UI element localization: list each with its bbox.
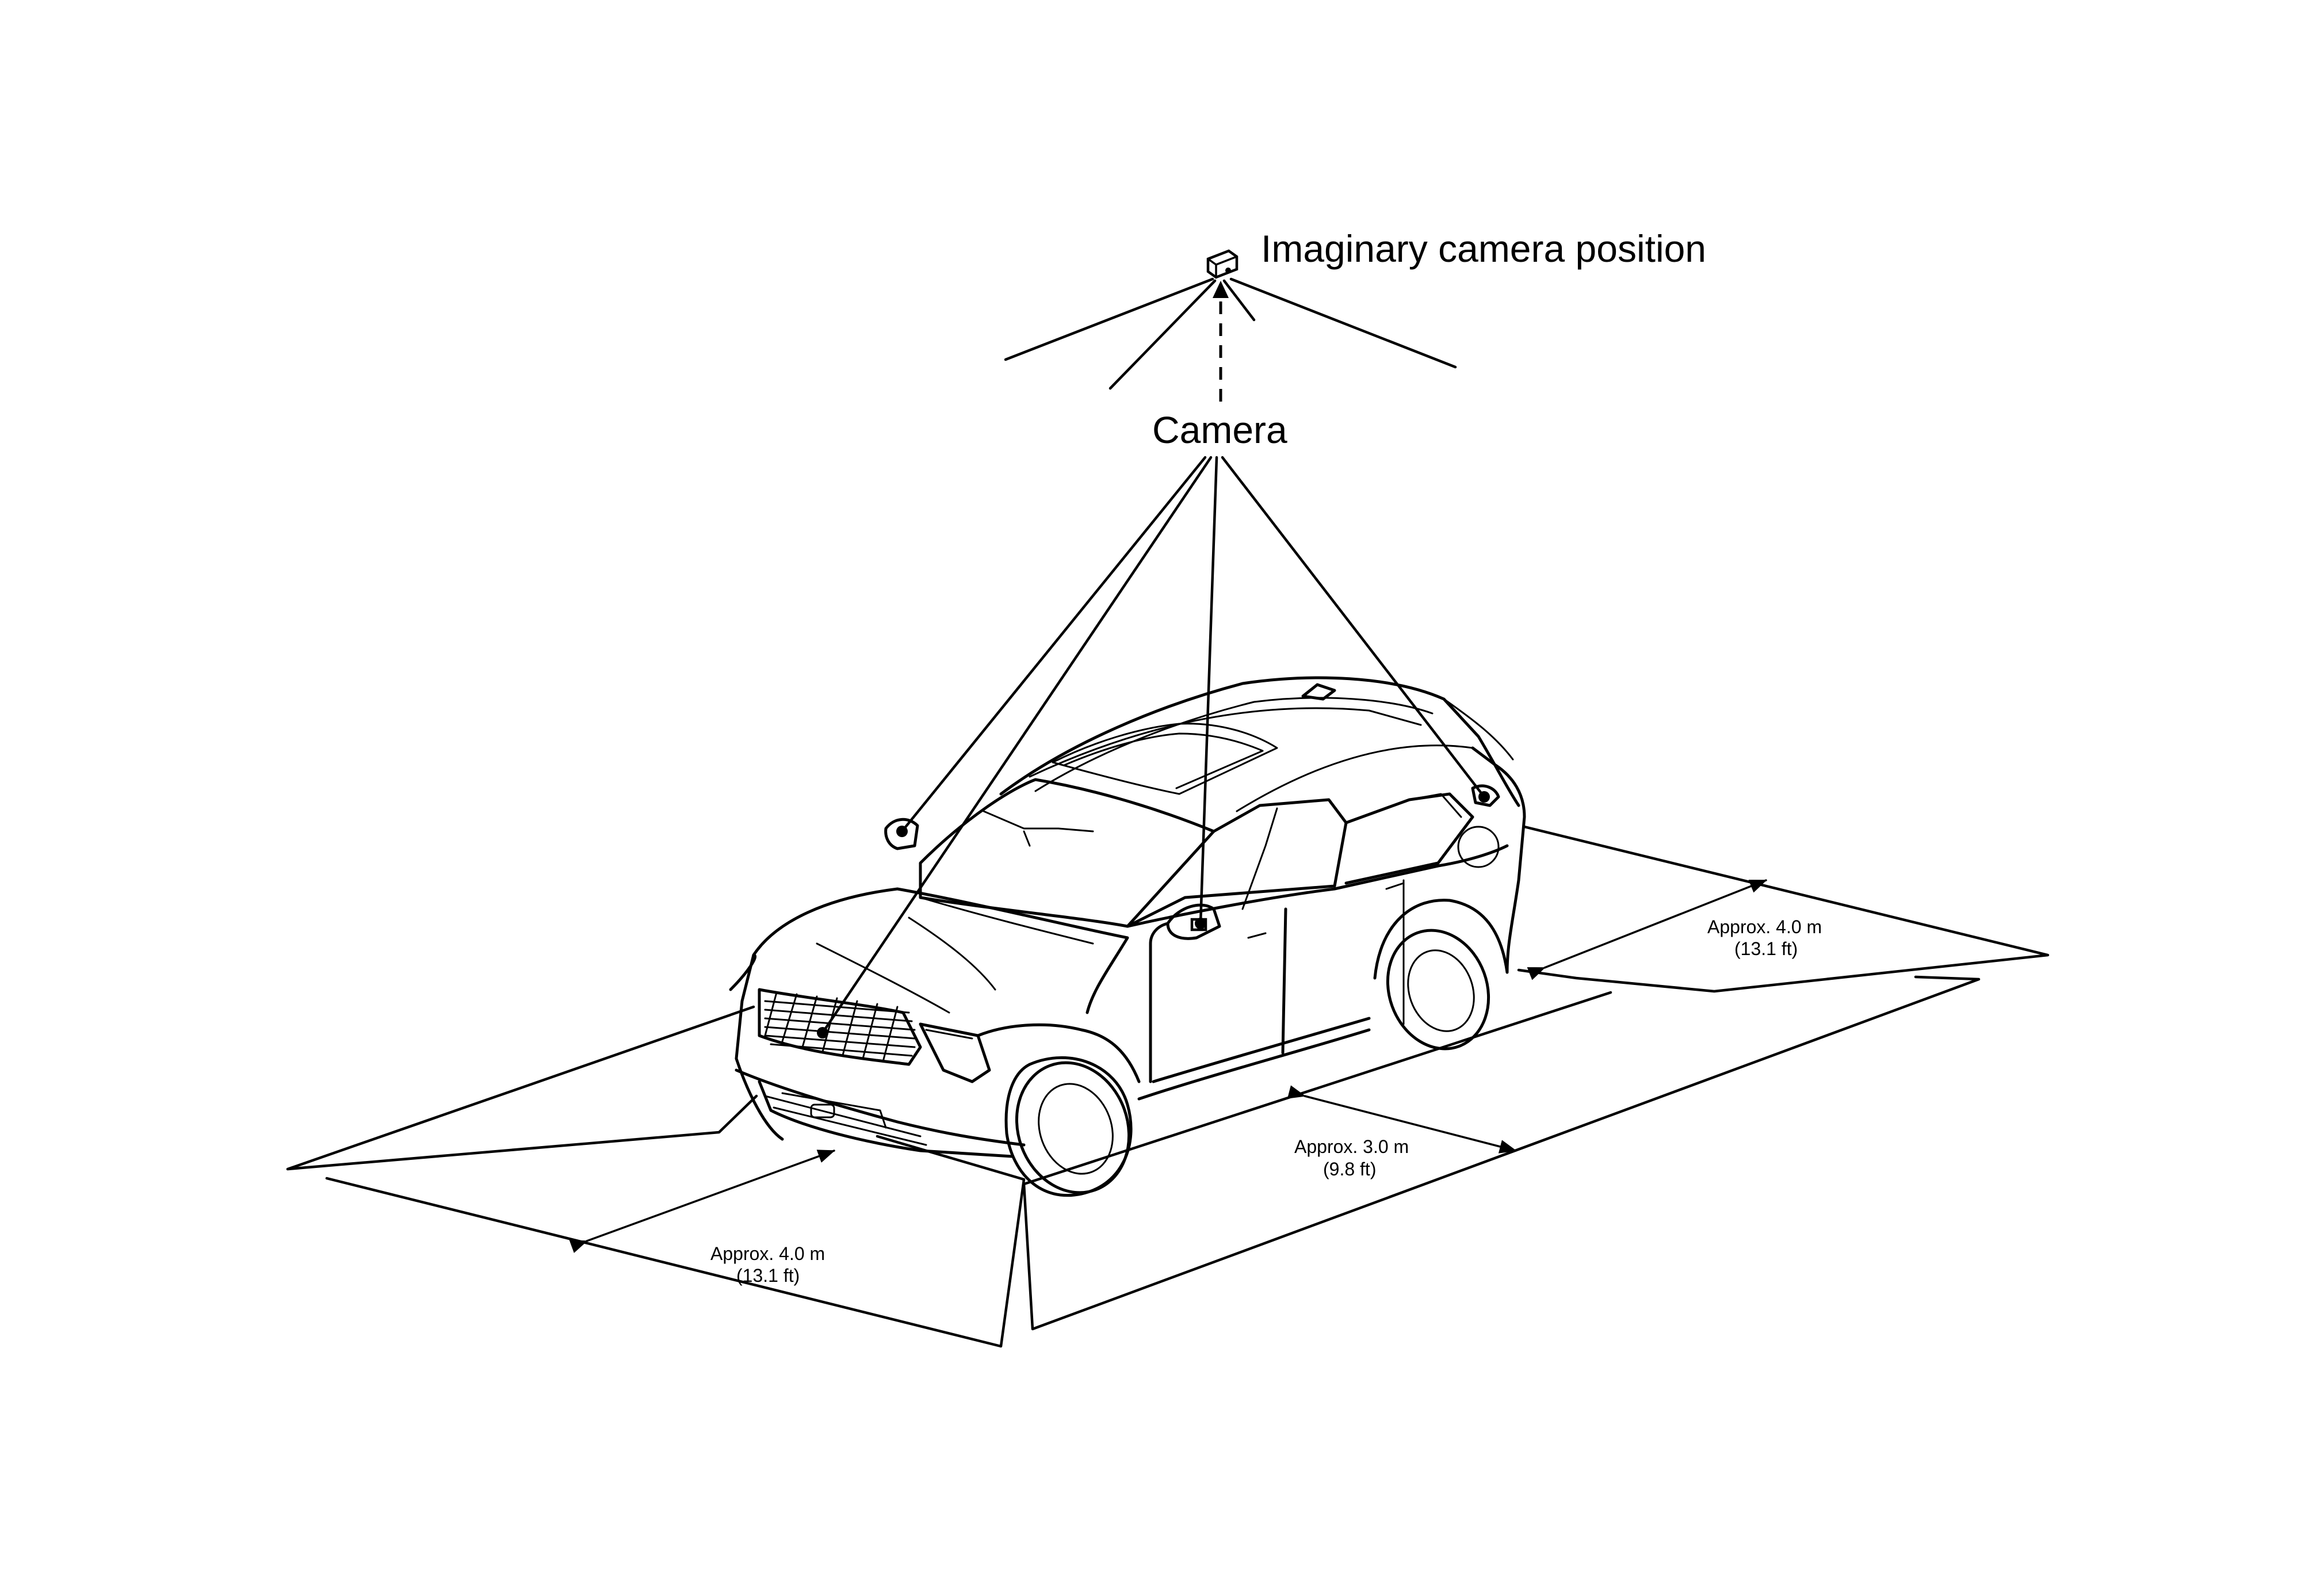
imaginary-camera-icon: [1206, 249, 1239, 279]
rear-wheel: [1373, 899, 1509, 1051]
svg-text:Approx. 4.0 m: Approx. 4.0 m: [710, 1243, 825, 1264]
camera-markers: [817, 791, 1490, 1038]
camera-label: Camera: [1152, 408, 1287, 451]
right-dimension-label: Approx. 4.0 m (13.1 ft): [1707, 917, 1822, 959]
front-dimension-label: Approx. 4.0 m (13.1 ft): [710, 1243, 825, 1286]
svg-text:Approx. 3.0 m: Approx. 3.0 m: [1294, 1136, 1409, 1157]
svg-text:(13.1 ft): (13.1 ft): [1734, 938, 1798, 959]
vehicle-illustration: [729, 676, 1526, 1197]
side-dimension-arrow: [1287, 1085, 1517, 1154]
svg-text:Approx. 4.0 m: Approx. 4.0 m: [1707, 917, 1822, 937]
camera-rays: [821, 456, 1486, 1034]
front-dimension-arrow: [569, 1150, 835, 1253]
imaginary-camera-label: Imaginary camera position: [1261, 227, 1706, 270]
imaginary-camera-view-rays: [1004, 277, 1457, 390]
side-dimension-label: Approx. 3.0 m (9.8 ft): [1294, 1136, 1409, 1179]
front-camera-icon: [817, 1027, 828, 1038]
projection-dashed-arrow: [1213, 281, 1229, 402]
svg-text:(9.8 ft): (9.8 ft): [1323, 1159, 1376, 1179]
right-dimension-arrow: [1527, 879, 1767, 980]
svg-text:(13.1 ft): (13.1 ft): [736, 1265, 800, 1286]
grille-pattern: [764, 991, 916, 1063]
right-mirror-camera-icon: [1195, 918, 1206, 929]
left-mirror-camera-icon: [896, 826, 908, 837]
side-view-area: [1022, 975, 1981, 1331]
rear-camera-icon: [1478, 791, 1490, 803]
right-view-area: [1517, 825, 2050, 993]
front-wheel: [1004, 1056, 1133, 1197]
front-view-area: [286, 1005, 1026, 1348]
